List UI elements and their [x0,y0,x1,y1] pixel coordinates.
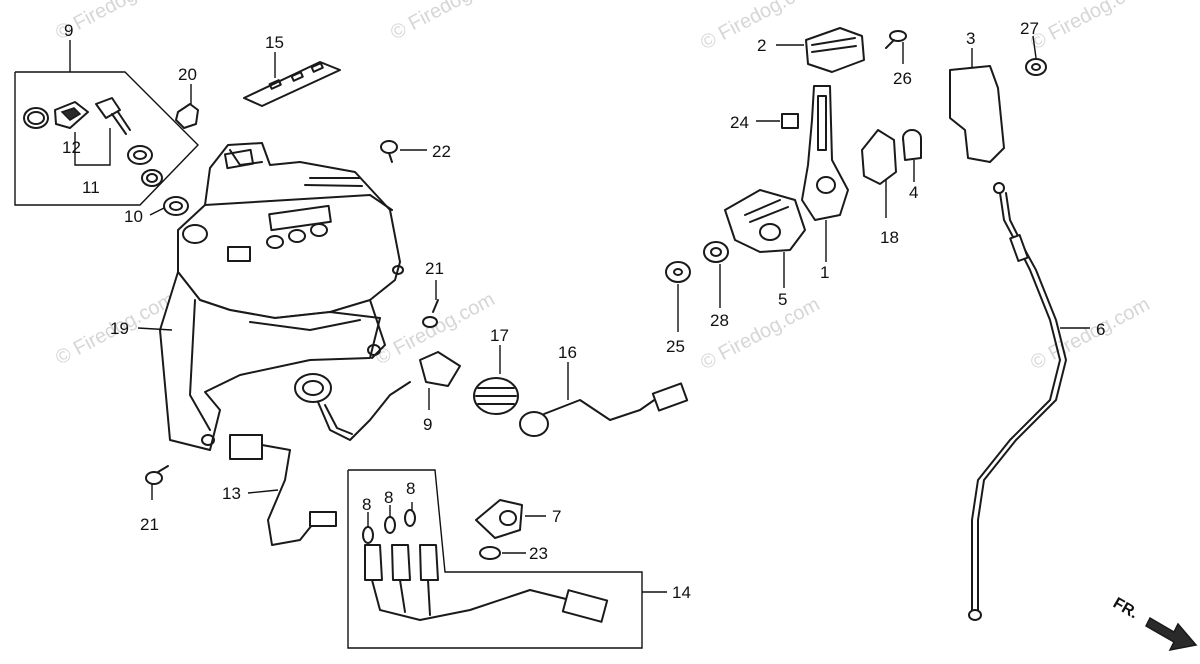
callout-4: 4 [909,183,918,202]
callout-10: 10 [124,207,143,226]
part-16-socket-wire [519,382,689,437]
callout-1: 1 [820,263,829,282]
part-24-nut [781,113,799,129]
callout-27: 27 [1020,19,1039,38]
watermark: © Firedog.com [697,293,823,374]
part-27-nut [1025,58,1047,76]
callout-8-a: 8 [362,495,371,514]
part-21-screw-lower [145,465,169,485]
callout-21-upper: 21 [425,259,444,278]
part-19-control-box [159,142,404,451]
callout-24: 24 [730,113,749,132]
front-arrow-icon [1145,616,1198,652]
callout-23: 23 [529,544,548,563]
part-18-bracket [861,129,897,185]
part-4-collar [902,129,922,161]
callout-2: 2 [757,36,766,55]
part-8-bulbs [362,509,416,544]
watermark: © Firedog.com [1027,293,1153,374]
callouts: 9 20 15 22 12 11 10 19 21 21 9 17 16 13 … [62,19,1105,602]
callout-21-lower: 21 [140,515,159,534]
part-10-grommet [163,196,189,216]
part-3-bracket [949,65,1005,163]
callout-12: 12 [62,138,81,157]
watermark: © Firedog.com [387,0,513,44]
callout-15: 15 [265,33,284,52]
watermark: © Firedog.com [1027,0,1153,54]
direction-label: FR. [1110,595,1141,623]
callout-26: 26 [893,69,912,88]
part-22-screw [380,140,398,163]
part-14-bulb-harness [347,469,643,649]
part-13-wire-harness [229,434,337,546]
part-20-clip [175,103,199,129]
callout-20: 20 [178,65,197,84]
callout-5: 5 [778,290,787,309]
callout-28: 28 [710,311,729,330]
callout-9: 9 [423,415,432,434]
key-set-inset [14,71,199,206]
callout-8-b: 8 [384,488,393,507]
callout-17: 17 [490,326,509,345]
callout-8-c: 8 [406,479,415,498]
part-17-grommet [473,377,519,415]
callout-22: 22 [432,142,451,161]
callout-13: 13 [222,484,241,503]
front-direction-indicator: FR. [1110,595,1198,652]
callout-7: 7 [552,507,561,526]
part-26-screw [885,30,907,49]
leader-lines [69,35,1090,593]
callout-19: 19 [110,319,129,338]
part-28-washer [703,241,729,263]
callout-16: 16 [558,343,577,362]
callout-14: 14 [672,583,691,602]
callout-9-inset: 9 [64,21,73,40]
part-2-knob [805,27,865,73]
part-7-clamp [475,499,523,539]
part-5-friction-plate [724,189,806,253]
part-9-switch-wire [294,351,461,441]
callout-11: 11 [82,178,100,197]
callout-25: 25 [666,337,685,356]
callout-3: 3 [966,29,975,48]
part-6-cable [968,182,1067,621]
callout-6: 6 [1096,320,1105,339]
part-23-clip [479,546,501,560]
part-25-washer [665,261,691,283]
part-21-screw-upper [422,299,439,328]
part-15-label-plate [243,61,341,107]
part-1-lever [801,85,849,221]
callout-18: 18 [880,228,899,247]
